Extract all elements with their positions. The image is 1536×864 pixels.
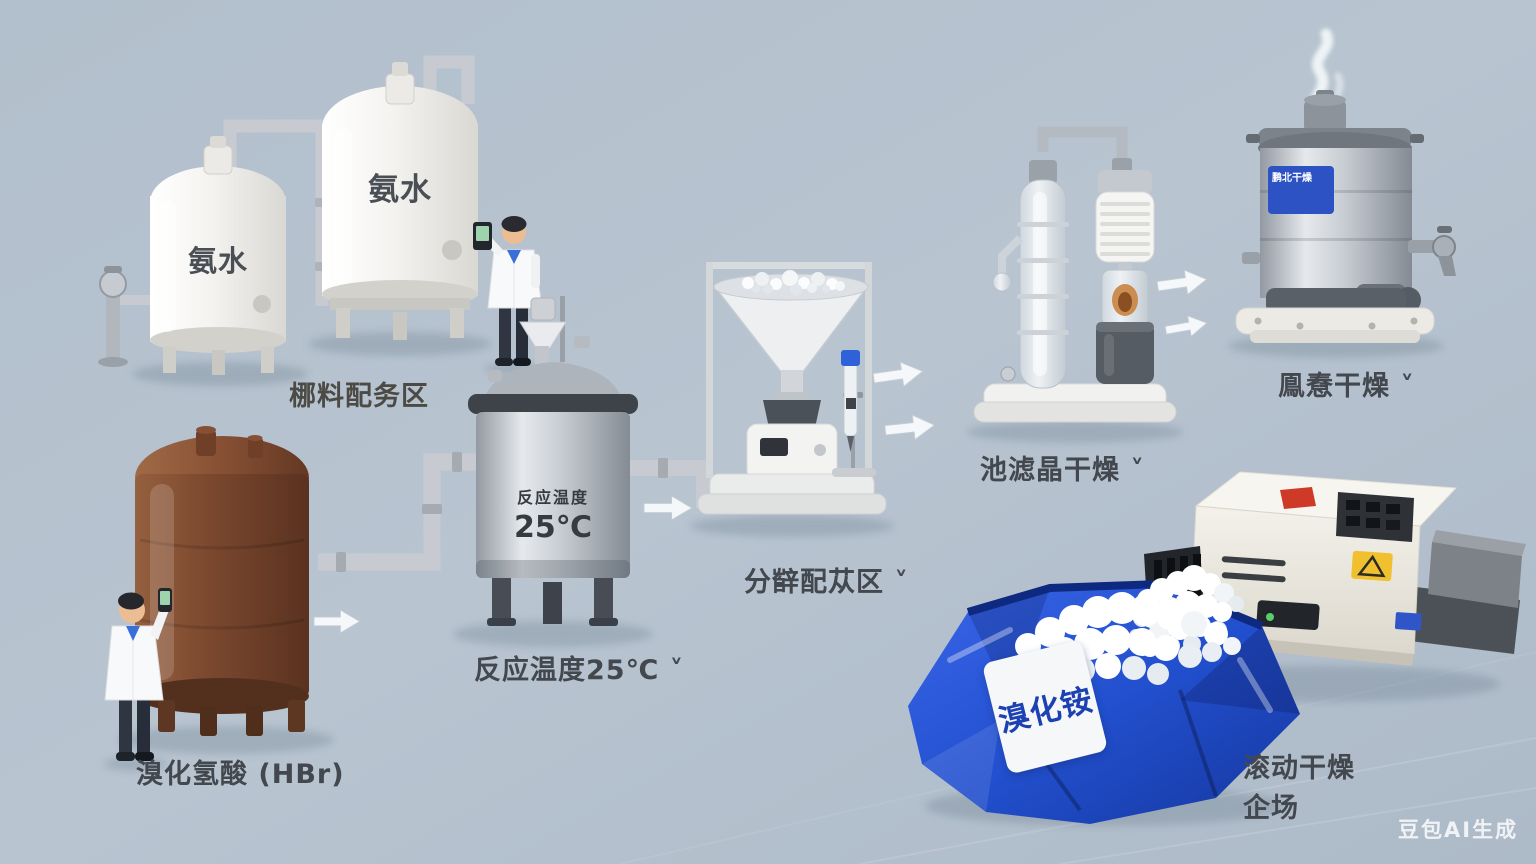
pipe-hbr-to-reactor — [318, 452, 484, 572]
caption-reaction-temp: 反应温度25℃ ˅ — [474, 655, 685, 686]
red-button — [1280, 487, 1316, 509]
drying-vessel — [1235, 28, 1456, 343]
granules — [742, 270, 845, 296]
caption-hbr-tank: 溴化氢酸 (HBr) — [136, 759, 345, 790]
ammonia-tank-small-label: 氨水 — [187, 244, 248, 278]
caption-prep-area: 梛料配务区 — [289, 381, 429, 412]
reactor-temperature-panel: 反应温度 25℃ — [483, 484, 623, 545]
hbr-tank — [135, 426, 309, 736]
ammonia-tank-small — [150, 136, 286, 375]
ammonia-tank-large — [322, 62, 478, 340]
caption-machine-line1: 滚动干燥 — [1243, 753, 1355, 784]
reactor-panel-line2: 25℃ — [513, 510, 593, 545]
caption-crystallization: 池滤晶干燥 ˅ — [980, 455, 1145, 486]
vessel-tag-text: 鹏北干燥 — [1272, 173, 1312, 184]
caption-drying: 鳯憃干燥 ˅ — [1278, 371, 1415, 402]
caption-machine-line2: 企场 — [1243, 793, 1299, 824]
tablet-device-icon — [473, 222, 492, 250]
feed-valve — [98, 266, 128, 367]
product-bag — [908, 579, 1300, 824]
technician-prep — [473, 216, 543, 366]
technician-hbr — [104, 588, 172, 761]
distillation-unit — [973, 126, 1177, 423]
caption-separation-area: 分辥配苁区 ˅ — [744, 567, 909, 598]
burette — [832, 350, 876, 477]
ammonia-tank-large-label: 氨水 — [368, 172, 432, 208]
vessel-label-plate — [1268, 166, 1334, 214]
phone-device-icon — [158, 588, 172, 612]
reactor-vessel — [468, 296, 638, 626]
separator-unit — [697, 262, 887, 515]
reactor-panel-line1: 反应温度 — [516, 488, 589, 507]
ai-watermark: 豆包AI生成 — [1398, 818, 1519, 842]
warning-sticker-icon — [1351, 550, 1393, 582]
machine-display — [1256, 600, 1320, 630]
